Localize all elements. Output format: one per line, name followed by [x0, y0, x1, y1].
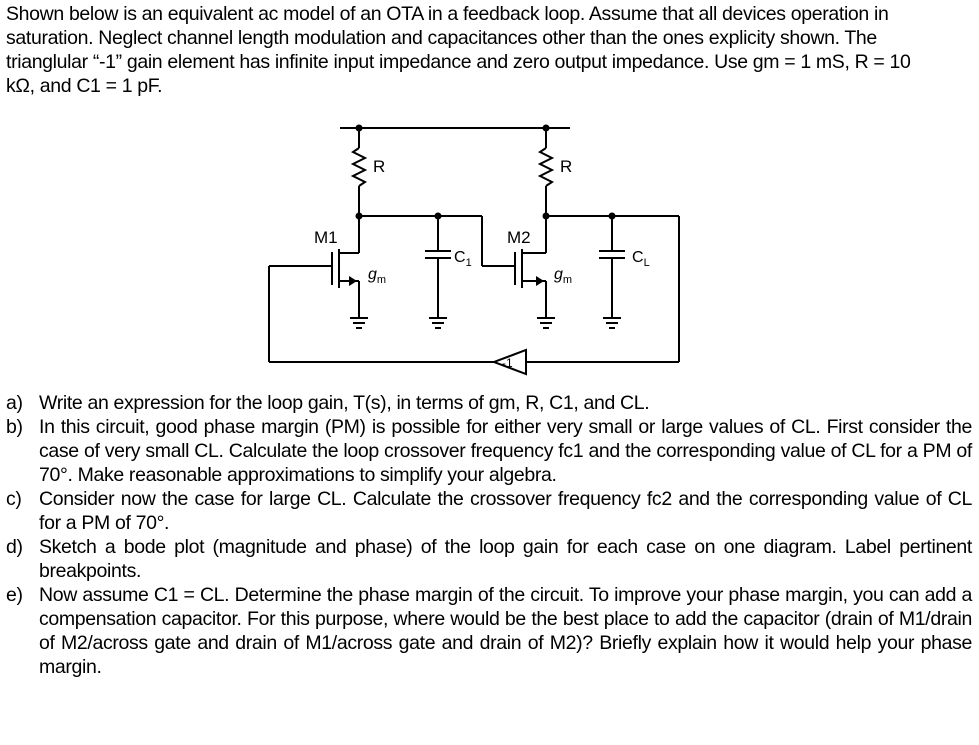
m2-label: M2 — [507, 228, 531, 247]
question-label: d) — [6, 536, 23, 558]
question-item: d) Sketch a bode plot (magnitude and pha… — [6, 535, 972, 583]
question-label: e) — [6, 584, 23, 606]
gm-label-m1: gm — [368, 266, 386, 286]
question-label: a) — [6, 392, 23, 414]
m1-label: M1 — [314, 228, 338, 247]
ota-circuit-diagram: R R M1 M2 gm gm C1 CL -1 — [268, 124, 680, 376]
intro-line: Shown below is an equivalent ac model of… — [6, 3, 889, 25]
inverting-gain-block — [491, 348, 527, 376]
c1-label: C1 — [454, 249, 472, 269]
cl-label: CL — [632, 249, 650, 269]
question-label: c) — [6, 488, 22, 510]
question-text: Consider now the case for large CL. Calc… — [39, 488, 972, 534]
question-item: c) Consider now the case for large CL. C… — [6, 487, 972, 535]
resistor-left-label: R — [373, 157, 385, 176]
question-label: b) — [6, 416, 23, 438]
question-list: a) Write an expression for the loop gain… — [6, 391, 972, 679]
question-text: Write an expression for the loop gain, T… — [39, 392, 650, 414]
gm-label-m2: gm — [554, 266, 572, 286]
question-item: e) Now assume C1 = CL. Determine the pha… — [6, 583, 972, 679]
resistor-right-label: R — [560, 157, 572, 176]
problem-statement: Shown below is an equivalent ac model of… — [6, 2, 972, 98]
resistor-right — [537, 147, 555, 187]
question-text: Now assume C1 = CL. Determine the phase … — [39, 584, 972, 678]
gain-label: -1 — [502, 356, 513, 370]
question-text: Sketch a bode plot (magnitude and phase)… — [39, 536, 972, 582]
intro-line: kΩ, and C1 = 1 pF. — [6, 75, 163, 97]
question-item: a) Write an expression for the loop gain… — [6, 391, 972, 415]
question-item: b) In this circuit, good phase margin (P… — [6, 415, 972, 487]
intro-line: trianglular “-1” gain element has infini… — [6, 51, 911, 73]
intro-line: saturation. Neglect channel length modul… — [6, 27, 877, 49]
question-text: In this circuit, good phase margin (PM) … — [39, 416, 972, 486]
resistor-left — [350, 147, 368, 187]
